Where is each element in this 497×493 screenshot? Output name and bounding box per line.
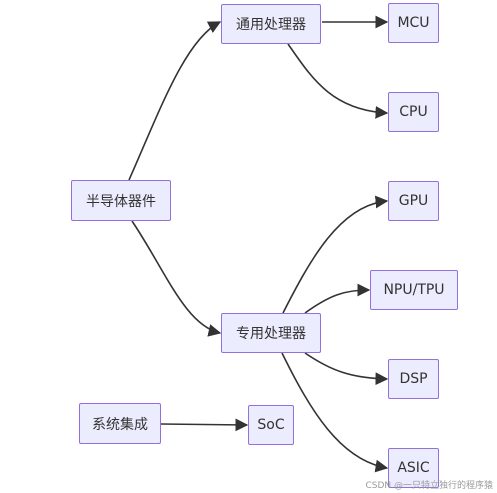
edge-special-dsp xyxy=(304,352,389,386)
edge-semiconductor-general xyxy=(128,21,222,181)
node-dsp: DSP xyxy=(388,359,439,399)
edge-system-soc xyxy=(160,418,249,432)
edge-general-cpu xyxy=(287,43,389,119)
node-general-processor: 通用处理器 xyxy=(221,4,321,44)
watermark: CSDN @一只特立独行的程序猿 xyxy=(365,481,493,491)
node-system-integration: 系统集成 xyxy=(79,403,161,444)
edge-special-npu xyxy=(304,283,371,314)
edge-semiconductor-special xyxy=(131,220,222,337)
node-semiconductor: 半导体器件 xyxy=(71,180,171,221)
node-cpu: CPU xyxy=(388,92,439,132)
node-soc: SoC xyxy=(248,405,294,445)
node-mcu: MCU xyxy=(388,3,439,43)
edge-special-asic xyxy=(281,352,389,473)
node-asic: ASIC xyxy=(388,448,439,488)
node-gpu: GPU xyxy=(388,181,439,221)
node-special-processor: 专用处理器 xyxy=(221,313,321,353)
node-npu-tpu: NPU/TPU xyxy=(370,270,458,310)
edge-special-gpu xyxy=(282,195,389,314)
